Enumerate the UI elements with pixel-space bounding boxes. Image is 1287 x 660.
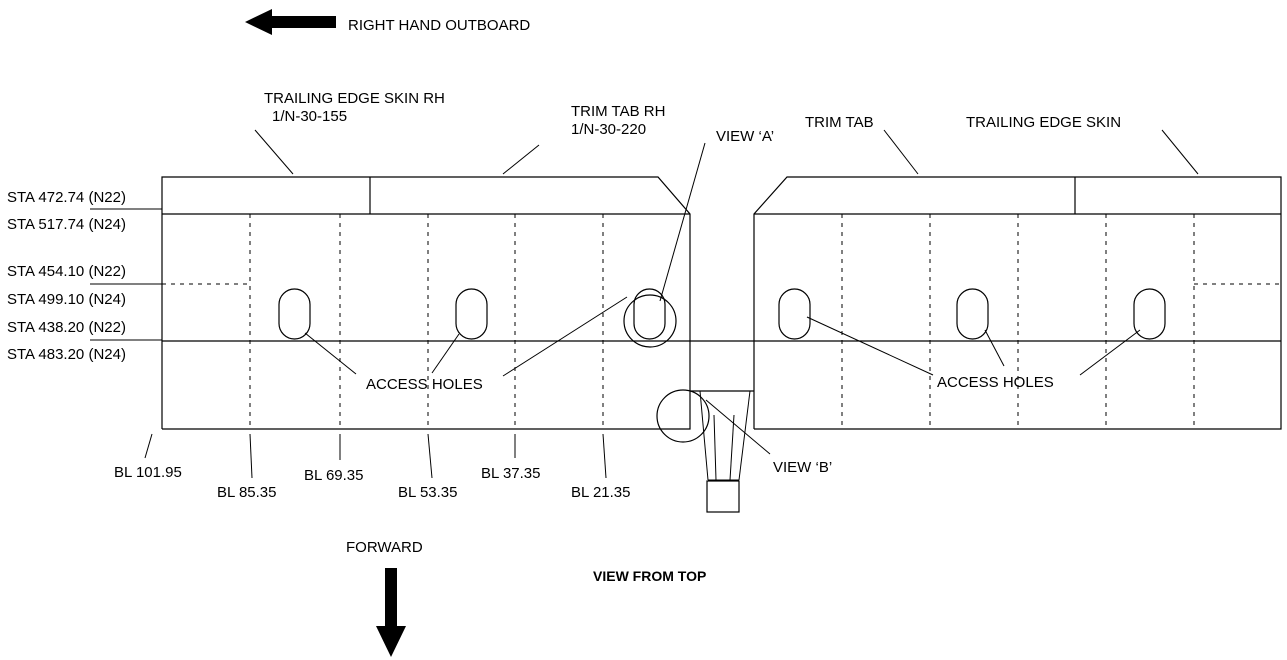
view-b-circle [656,389,710,443]
access-holes-right-label: ACCESS HOLES [937,374,1054,391]
trim-tab-rh-ref: 1/N-30-220 [571,121,646,138]
trim-tab-label: TRIM TAB [805,114,874,131]
buttline-label: BL 101.95 [114,464,182,481]
station-labels: STA 472.74 (N22) STA 517.74 (N24) STA 45… [7,189,162,363]
view-title: VIEW FROM TOP [593,568,706,584]
station-label: STA 438.20 (N22) [7,319,126,336]
leader-lines [254,129,1199,455]
view-b-label: VIEW ‘B’ [773,459,832,476]
buttline-label: BL 21.35 [571,484,631,501]
access-hole [956,288,989,340]
left-panel [161,176,691,430]
station-label: STA 454.10 (N22) [7,263,126,280]
buttline-label: BL 69.35 [304,467,364,484]
access-hole [455,288,488,340]
outboard-arrow [245,9,336,35]
access-hole [633,288,666,340]
station-label: STA 483.20 (N24) [7,346,126,363]
te-skin-rh-label: TRAILING EDGE SKIN RH [264,90,445,107]
access-holes-left-label: ACCESS HOLES [366,376,483,393]
access-hole [1133,288,1166,340]
center-linkage [690,340,754,513]
station-label: STA 499.10 (N24) [7,291,126,308]
buttline-label: BL 37.35 [481,465,541,482]
right-panel [753,176,1282,430]
te-skin-label: TRAILING EDGE SKIN [966,114,1121,131]
forward-arrow [376,568,406,657]
buttline-label: BL 85.35 [217,484,277,501]
view-a-label: VIEW ‘A’ [716,128,774,145]
view-a-circle [623,294,677,348]
buttline-label: BL 53.35 [398,484,458,501]
buttline-labels: BL 101.95 BL 85.35 BL 69.35 BL 53.35 BL … [114,433,631,501]
access-hole [278,288,311,340]
forward-label: FORWARD [346,539,423,556]
station-label: STA 472.74 (N22) [7,189,126,206]
outboard-label: RIGHT HAND OUTBOARD [348,17,530,34]
station-label: STA 517.74 (N24) [7,216,126,233]
te-skin-rh-ref: 1/N-30-155 [272,108,347,125]
trim-tab-rh-label: TRIM TAB RH [571,103,665,120]
access-hole [778,288,811,340]
